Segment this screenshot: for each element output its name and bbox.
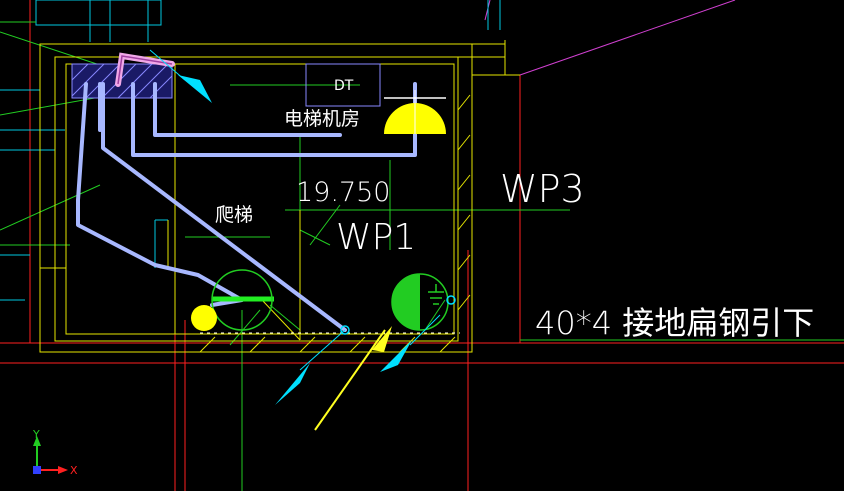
cyan-structure <box>0 0 501 301</box>
dt-label: DT <box>334 78 354 94</box>
ucs-icon: Y X <box>32 428 78 477</box>
node-small <box>340 325 350 335</box>
magenta-lines <box>484 0 736 76</box>
ucs-x-label: X <box>70 464 78 477</box>
wall-outline <box>39 40 520 353</box>
elevation-label: 19.750 <box>296 177 390 208</box>
yellow-dot <box>191 305 217 331</box>
dome-symbol <box>384 90 446 134</box>
elevator-room-label: 电梯机房 <box>284 108 360 130</box>
dt-box <box>305 63 381 107</box>
wp3-label: WP3 <box>500 167 585 211</box>
cyan-arrow <box>380 314 441 372</box>
node-small <box>446 295 456 305</box>
pipe-circle <box>211 269 273 331</box>
pink-grounding-bar-inner <box>117 55 173 85</box>
ucs-y-label: Y <box>32 428 40 441</box>
cyan-arrow <box>149 49 212 103</box>
wp1-label: WP1 <box>336 217 416 258</box>
cyan-arrow <box>275 329 346 405</box>
yellow-arrow <box>314 326 392 431</box>
wall-hatching <box>199 94 471 353</box>
drain-symbol <box>391 273 449 331</box>
ladder-label: 爬梯 <box>215 204 253 226</box>
grounding-note: 40*4 接地扁钢引下 <box>535 304 814 342</box>
